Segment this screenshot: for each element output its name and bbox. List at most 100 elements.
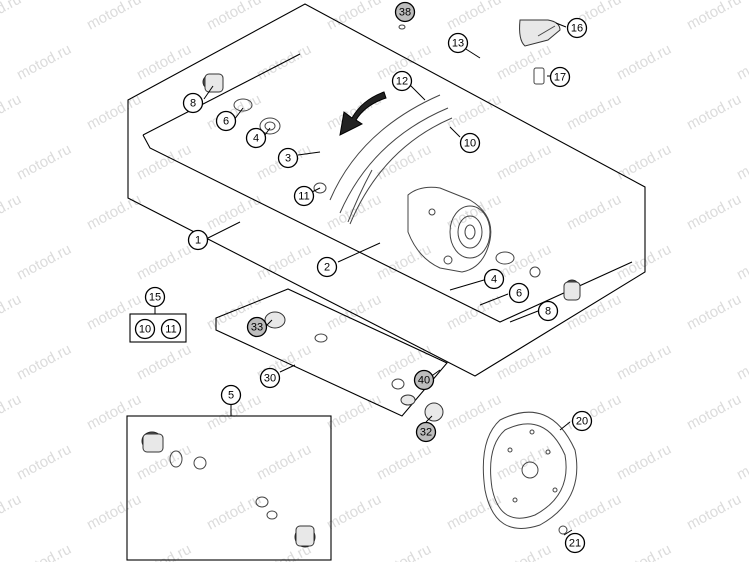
watermark-text: motod.ru: [84, 91, 144, 134]
watermark-text: motod.ru: [14, 441, 74, 484]
callout-layer: 1234456688101011111213151617202130323338…: [134, 1, 593, 554]
callout-c21: 21: [564, 532, 586, 554]
callout-c10a: 10: [459, 132, 481, 154]
callout-c12: 12: [391, 70, 413, 92]
callout-c1: 1: [187, 229, 209, 251]
watermark-text: motod.ru: [374, 241, 434, 284]
watermark-text: motod.ru: [684, 91, 744, 134]
callout-c40: 40: [413, 369, 435, 391]
rim-lock-nut-part: [533, 67, 545, 85]
watermark-text: motod.ru: [614, 541, 674, 562]
watermark-text: motod.ru: [444, 391, 504, 434]
callout-label: 8: [190, 98, 196, 110]
callout-c11a: 11: [293, 185, 315, 207]
watermark-text: motod.ru: [0, 191, 24, 234]
valve-cap-part: [398, 24, 406, 30]
callout-label: 30: [264, 373, 276, 385]
callout-c4b: 4: [483, 268, 505, 290]
watermark-text: motod.ru: [494, 141, 554, 184]
watermark-text: motod.ru: [444, 291, 504, 334]
callout-c38: 38: [394, 1, 416, 23]
callout-c20: 20: [571, 410, 593, 432]
callout-label: 12: [396, 76, 408, 88]
watermark-text: motod.ru: [204, 491, 264, 534]
bearing-kit-parts: [141, 431, 316, 548]
watermark-text: motod.ru: [254, 441, 314, 484]
callout-c2: 2: [316, 256, 338, 278]
watermark-text: motod.ru: [134, 41, 194, 84]
callout-c33: 33: [246, 316, 268, 338]
callout-c6b: 6: [508, 282, 530, 304]
watermark-text: motod.ru: [614, 141, 674, 184]
watermark-text: motod.ru: [684, 191, 744, 234]
watermark-text: motod.ru: [614, 241, 674, 284]
watermark-text: motod.ru: [134, 241, 194, 284]
callout-label: 17: [554, 72, 566, 84]
callout-c15: 15: [144, 286, 166, 308]
watermark-text: motod.ru: [444, 91, 504, 134]
watermark-text: motod.ru: [324, 191, 384, 234]
watermark-text: motod.ru: [494, 441, 554, 484]
watermark-text: motod.ru: [84, 191, 144, 234]
watermark-text: motod.ru: [0, 391, 24, 434]
watermark-text: motod.ru: [204, 191, 264, 234]
watermark-text: motod.ru: [84, 391, 144, 434]
watermark-text: motod.ru: [614, 41, 674, 84]
callout-label: 13: [452, 38, 464, 50]
callout-label: 4: [491, 274, 497, 286]
watermark-text: motod.ru: [324, 0, 384, 34]
watermark-text: motod.ru: [444, 0, 504, 34]
watermark-text: motod.ru: [494, 41, 554, 84]
watermark-text: motod.ru: [684, 491, 744, 534]
watermark-text: motod.ru: [134, 541, 194, 562]
callout-label: 3: [285, 153, 291, 165]
callout-label: 10: [464, 138, 476, 150]
brake-disc-part: [482, 411, 578, 529]
watermark-text: motod.ru: [0, 491, 24, 534]
watermark-text: motod.ru: [734, 341, 749, 384]
callout-c3: 3: [277, 147, 299, 169]
callout-label: 32: [420, 427, 432, 439]
watermark-text: motod.ru: [84, 0, 144, 34]
watermark-text: motod.ru: [494, 341, 554, 384]
watermark-text: motod.ru: [444, 491, 504, 534]
callout-c8b: 8: [537, 300, 559, 322]
callout-label: 38: [399, 7, 411, 19]
callout-c17: 17: [549, 66, 571, 88]
hub-part: [407, 186, 492, 273]
callout-c11b: 11: [160, 318, 182, 340]
watermark-text: motod.ru: [0, 291, 24, 334]
watermark-text: motod.ru: [14, 141, 74, 184]
watermark-text: motod.ru: [134, 141, 194, 184]
wheel-assembly-frame: [127, 3, 646, 377]
rotation-arrow-icon: [339, 91, 387, 136]
watermark-text: motod.ru: [324, 291, 384, 334]
watermark-text: motod.ru: [84, 491, 144, 534]
watermark-text: motod.ru: [684, 0, 744, 34]
spacer-parts: [264, 311, 444, 422]
callout-label: 20: [576, 416, 588, 428]
callout-label: 10: [139, 324, 151, 336]
watermark-text: motod.ru: [374, 441, 434, 484]
watermark-text: motod.ru: [204, 0, 264, 34]
callout-c16: 16: [566, 17, 588, 39]
callout-label: 5: [228, 390, 234, 402]
callout-label: 16: [571, 23, 583, 35]
watermark-text: motod.ru: [0, 0, 24, 34]
screw-kit-box: [129, 313, 187, 343]
callout-label: 2: [324, 262, 330, 274]
callout-label: 6: [223, 116, 229, 128]
watermark-text: motod.ru: [14, 541, 74, 562]
callout-c5: 5: [220, 384, 242, 406]
watermark-text: motod.ru: [254, 241, 314, 284]
disc-screw-part: [558, 525, 568, 535]
callout-label: 6: [516, 288, 522, 300]
watermark-text: motod.ru: [734, 41, 749, 84]
watermark-text: motod.ru: [324, 491, 384, 534]
right-hub-parts: [495, 251, 581, 301]
watermark-text: motod.ru: [374, 541, 434, 562]
watermark-text: motod.ru: [564, 191, 624, 234]
callout-label: 4: [253, 133, 259, 145]
rim-lock-part: [519, 19, 561, 47]
